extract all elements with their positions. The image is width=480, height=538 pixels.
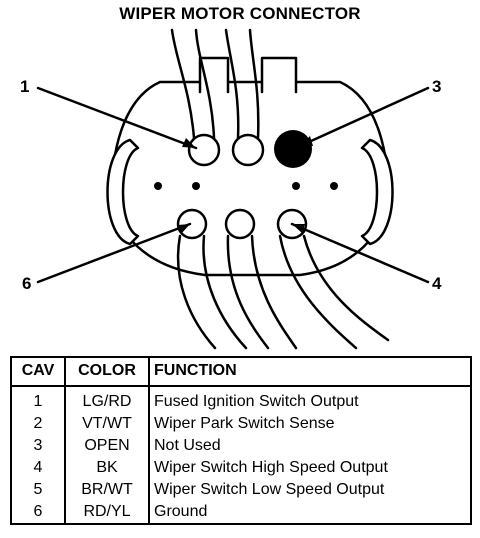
side-clip-left [106, 138, 140, 246]
cell-color: BR/WT [65, 479, 150, 501]
cavity-6 [176, 208, 208, 240]
latch-tab-right [260, 56, 298, 94]
cavity-label-3: 3 [432, 77, 442, 96]
arrowhead-6 [178, 224, 190, 234]
arrowhead-1 [182, 138, 196, 148]
cavity-label-4: 4 [432, 274, 442, 293]
leader-line-1 [36, 86, 198, 150]
cavity-label-1: 1 [20, 77, 30, 96]
cell-cav: 3 [11, 435, 66, 457]
cell-function: Wiper Switch High Speed Output [154, 459, 388, 476]
table-header-row: CAV COLOR FUNCTION [11, 357, 471, 387]
leader-line-3 [298, 86, 430, 148]
wire-5 [226, 234, 298, 350]
table-row: 4 BK Wiper Switch High Speed Output [11, 457, 471, 479]
cell-function: Wiper Park Switch Sense [154, 415, 335, 432]
header-cav: CAV [11, 357, 66, 387]
table-row: 5 BR/WT Wiper Switch Low Speed Output [11, 479, 471, 501]
cavity-label-6: 6 [22, 274, 32, 293]
pinout-table: CAV COLOR FUNCTION 1 LG/RD Fused Ignitio… [10, 356, 472, 525]
arrowhead-3 [300, 136, 313, 146]
table-row: 3 OPEN Not Used [11, 435, 471, 457]
cell-cav: 4 [11, 457, 66, 479]
cavity-3-plug [274, 130, 312, 168]
wire-4 [278, 234, 390, 350]
arrowhead-4 [292, 224, 305, 233]
cell-color: VT/WT [65, 413, 150, 435]
table-row: 6 RD/YL Ground [11, 501, 471, 524]
header-function: FUNCTION [149, 357, 471, 387]
cavity-1 [187, 133, 221, 167]
wire-6 [176, 234, 248, 350]
cell-function: Fused Ignition Switch Output [154, 393, 359, 410]
cell-function: Not Used [154, 437, 221, 454]
locator-dot [192, 182, 200, 190]
cell-color: OPEN [65, 435, 150, 457]
cell-function: Wiper Switch Low Speed Output [154, 481, 385, 498]
wire-1 [170, 28, 216, 140]
cell-color: LG/RD [65, 386, 150, 413]
diagram-title: WIPER MOTOR CONNECTOR [119, 4, 361, 23]
cell-cav: 2 [11, 413, 66, 435]
locator-dot [154, 182, 162, 190]
cavity-5 [224, 208, 256, 240]
table-row: 1 LG/RD Fused Ignition Switch Output [11, 386, 471, 413]
cell-cav: 6 [11, 501, 66, 524]
cavity-2 [231, 133, 265, 167]
connector-illustration [36, 28, 430, 350]
side-clip-right [360, 138, 394, 246]
locator-dot [330, 182, 338, 190]
wire-2 [224, 28, 260, 140]
locator-dot [292, 182, 300, 190]
cell-cav: 1 [11, 386, 66, 413]
leader-line-6 [36, 222, 192, 284]
cell-color: RD/YL [65, 501, 150, 524]
header-color: COLOR [65, 357, 150, 387]
cell-function: Ground [154, 503, 208, 520]
cell-color: BK [65, 457, 150, 479]
table-row: 2 VT/WT Wiper Park Switch Sense [11, 413, 471, 435]
cell-cav: 5 [11, 479, 66, 501]
leader-line-4 [290, 222, 430, 284]
